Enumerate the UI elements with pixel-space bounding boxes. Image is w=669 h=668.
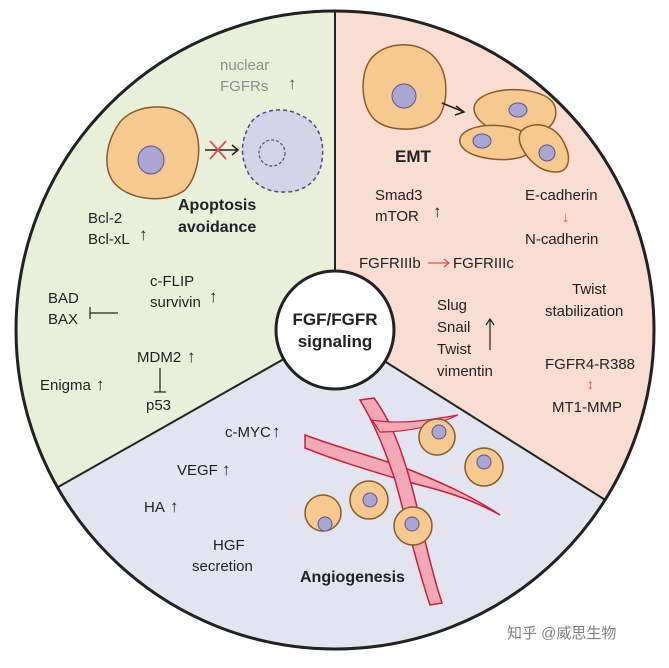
red-right-arrow-icon (428, 258, 450, 268)
ecadherin-label: E-cadherin (525, 187, 598, 204)
up-arrow-icon: ↑ (288, 74, 297, 93)
fgfr-iiic-label: FGFRIIIc (453, 255, 514, 272)
emt-sector (335, 11, 654, 540)
red-down-arrow-icon: ↓ (562, 209, 570, 226)
enigma-label: Enigma (40, 377, 92, 394)
mtor-label: mTOR (375, 208, 419, 225)
nucleus-icon (508, 102, 528, 118)
inhibition-arrow-icon (154, 368, 166, 393)
cell-icon (393, 506, 433, 546)
apoptosis-title-line1: Apoptosis (178, 197, 256, 214)
angiogenesis-sector (16, 330, 654, 649)
angiogenesis-labels: c-MYC ↑ VEGF ↑ HA ↑ HGF secretion Angiog… (144, 422, 405, 586)
up-arrow-icon: ↑ (433, 202, 442, 221)
hgf-label: HGF (213, 537, 245, 554)
bad-label: BAD (48, 290, 79, 307)
twist-stab-line1: Twist (572, 281, 607, 298)
center-title-line2: signaling (298, 332, 373, 351)
fgfr-iiib-label: FGFRIIIb (359, 255, 421, 272)
up-arrow-icon: ↑ (139, 225, 148, 244)
center-hub: FGF/FGFR signaling (274, 269, 396, 391)
fgfrs-label: FGFRs (220, 78, 268, 95)
transition-arrow-icon (441, 102, 466, 116)
watermark-text: 知乎 @威思生物 (507, 625, 616, 642)
apoptosis-title-line2: avoidance (178, 219, 256, 236)
twist-label: Twist (437, 341, 472, 358)
up-arrow-icon: ↑ (170, 497, 179, 516)
emt-title: EMT (395, 147, 432, 166)
mt1mmp-label: MT1-MMP (552, 399, 622, 416)
fragmented-nucleus-icon (258, 139, 286, 167)
cell-icon (464, 447, 504, 487)
emt-labels: EMT Smad3 mTOR ↑ E-cadherin ↓ N-cadherin… (359, 147, 635, 416)
bclxl-label: Bcl-xL (88, 231, 130, 248)
cell-icon (349, 480, 389, 520)
nucleus-icon (137, 145, 165, 175)
bax-label: BAX (48, 311, 78, 328)
hgf-secretion-label: secretion (192, 558, 253, 575)
up-arrow-icon: ↑ (187, 347, 196, 366)
endothelial-cells (304, 418, 504, 546)
fgfr4-label: FGFR4-R388 (545, 356, 635, 373)
cmyc-label: c-MYC (225, 424, 271, 441)
ha-label: HA (144, 499, 165, 516)
cell-icon (418, 418, 456, 456)
angiogenesis-title: Angiogenesis (300, 569, 405, 586)
apoptosis-cell-group (106, 106, 324, 200)
blood-vessel-icon (304, 397, 501, 606)
mesenchymal-cell-icon (459, 124, 533, 161)
nucleus-icon (538, 144, 556, 162)
up-arrow-icon: ↑ (209, 287, 218, 306)
up-arrow-icon (485, 317, 495, 350)
inhibition-arrow-icon (89, 307, 118, 319)
slug-label: Slug (437, 297, 467, 314)
ncadherin-label: N-cadherin (525, 231, 598, 248)
survivin-label: survivin (150, 294, 201, 311)
cflip-label: c-FLIP (150, 273, 194, 290)
twist-stab-line2: stabilization (545, 303, 623, 320)
cell-icon (304, 494, 342, 532)
vegf-label: VEGF (177, 462, 218, 479)
blocked-arrow-icon (205, 140, 240, 160)
p53-label: p53 (146, 397, 171, 414)
outer-ring (14, 9, 656, 651)
center-title-line1: FGF/FGFR (293, 310, 378, 329)
up-arrow-icon: ↑ (96, 375, 105, 394)
bcl2-label: Bcl-2 (88, 210, 122, 227)
apoptosis-labels: nuclear FGFRs ↑ Apoptosis avoidance Bcl-… (40, 57, 297, 414)
up-arrow-icon: ↑ (222, 460, 231, 479)
nucleus-icon (391, 83, 417, 109)
red-bidirectional-arrow-icon: ↕ (587, 376, 594, 392)
apoptotic-cell-icon (241, 109, 324, 193)
snail-label: Snail (437, 319, 470, 336)
nuclear-label: nuclear (220, 57, 269, 74)
mdm2-label: MDM2 (137, 349, 181, 366)
emt-cell-group (362, 44, 570, 173)
nucleus-icon (472, 133, 492, 149)
up-arrow-icon: ↑ (272, 422, 281, 441)
smad3-label: Smad3 (375, 187, 423, 204)
vimentin-label: vimentin (437, 363, 493, 380)
